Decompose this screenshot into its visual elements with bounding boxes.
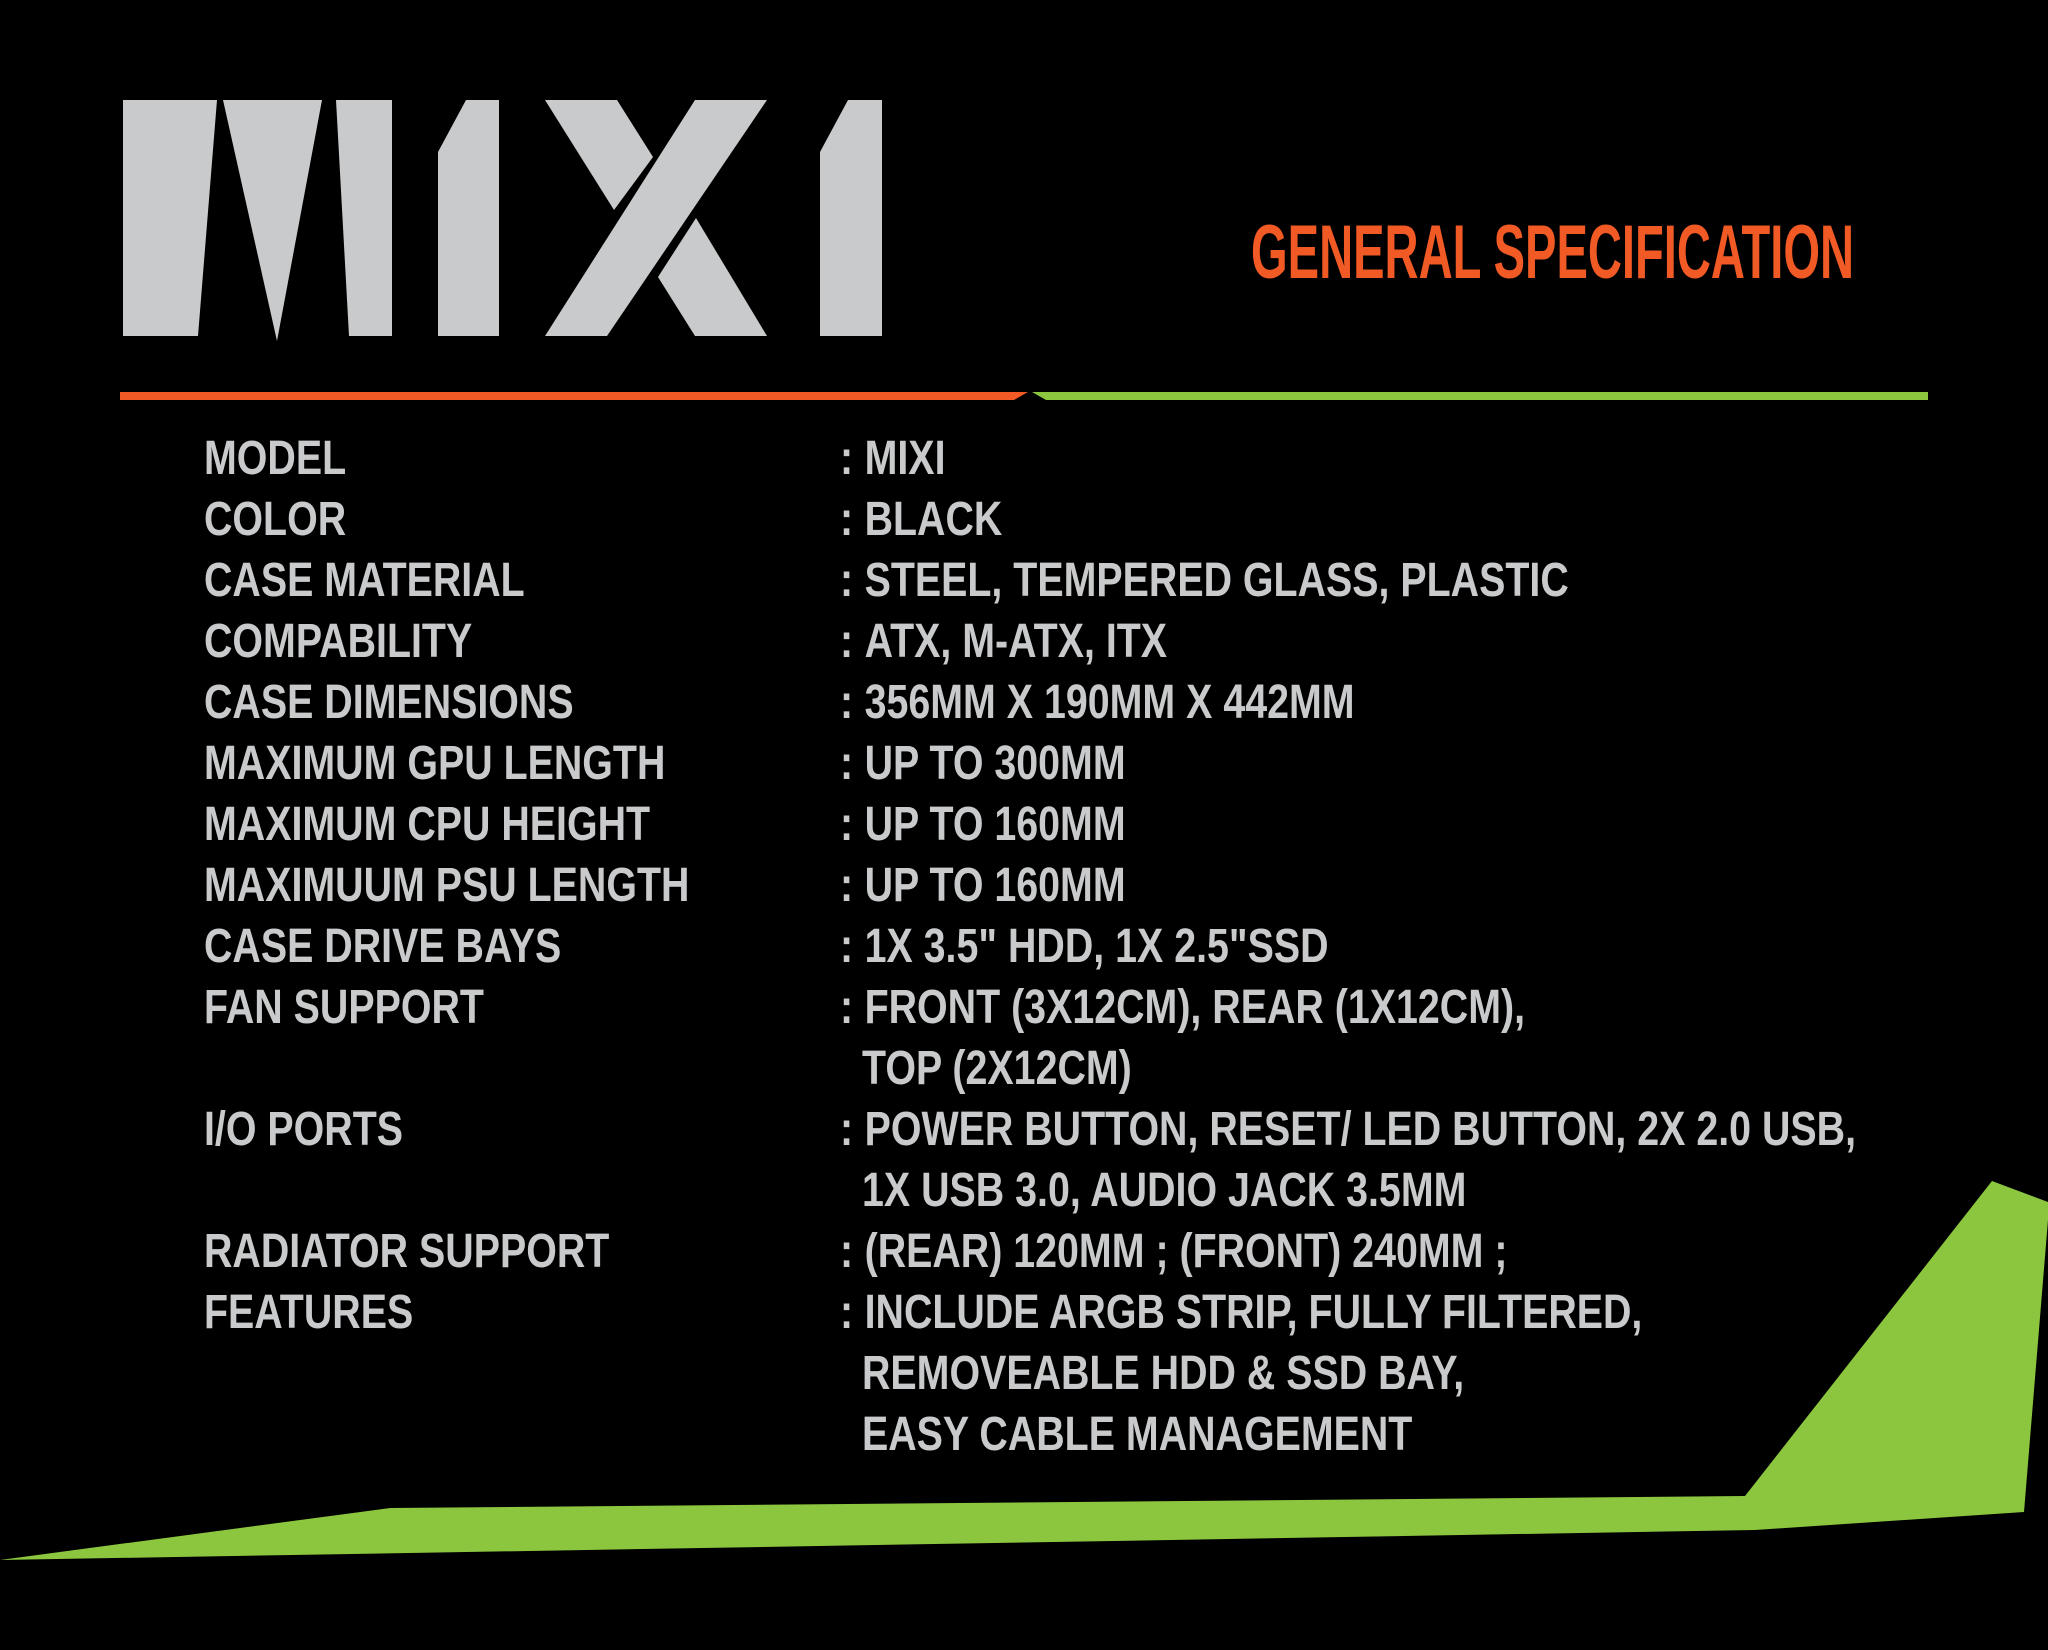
spec-row: FEATURES:INCLUDE ARGB STRIP, FULLY FILTE… xyxy=(204,1282,2048,1465)
spec-value-line: :UP TO 300MM xyxy=(840,733,2048,794)
spec-label: I/O PORTS xyxy=(204,1103,404,1156)
spec-label: MAXIMUM CPU HEIGHT xyxy=(204,798,651,851)
spec-row: CASE DIMENSIONS:356MM X 190MM X 442MM xyxy=(204,672,2048,733)
spec-value-line: :BLACK xyxy=(840,489,2048,550)
spec-colon: : xyxy=(840,676,854,729)
spec-colon: : xyxy=(840,615,854,668)
spec-colon: : xyxy=(840,920,854,973)
spec-colon: : xyxy=(840,1225,854,1278)
spec-value: UP TO 300MM xyxy=(864,737,1126,790)
spec-value-line: :ATX, M-ATX, ITX xyxy=(840,611,2048,672)
spec-row: RADIATOR SUPPORT:(REAR) 120MM ; (FRONT) … xyxy=(204,1221,2048,1282)
spec-value: EASY CABLE MANAGEMENT xyxy=(862,1408,1413,1461)
spec-row: CASE DRIVE BAYS:1X 3.5" HDD, 1X 2.5"SSD xyxy=(204,916,2048,977)
page-title: GENERAL SPECIFICATION xyxy=(1251,210,1855,295)
spec-colon: : xyxy=(840,981,854,1034)
divider-orange-segment xyxy=(120,392,1028,400)
spec-label: RADIATOR SUPPORT xyxy=(204,1225,610,1278)
spec-value: BLACK xyxy=(864,493,1003,546)
divider-green-segment xyxy=(1032,392,1928,400)
spec-value: POWER BUTTON, RESET/ LED BUTTON, 2X 2.0 … xyxy=(864,1103,1857,1156)
spec-value-line: :356MM X 190MM X 442MM xyxy=(840,672,2048,733)
spec-label: FAN SUPPORT xyxy=(204,981,484,1034)
spec-value-line: :MIXI xyxy=(840,428,2048,489)
spec-row: MODEL:MIXI xyxy=(204,428,2048,489)
spec-value: (REAR) 120MM ; (FRONT) 240MM ; xyxy=(864,1225,1508,1278)
spec-value: ATX, M-ATX, ITX xyxy=(864,615,1168,668)
spec-value: STEEL, TEMPERED GLASS, PLASTIC xyxy=(864,554,1569,607)
logo-letter-x-slash xyxy=(545,100,767,336)
spec-row: MAXIMUM CPU HEIGHT:UP TO 160MM xyxy=(204,794,2048,855)
logo-letter-x-back-lower xyxy=(658,218,767,336)
spec-value-line: 1X USB 3.0, AUDIO JACK 3.5MM xyxy=(840,1160,2048,1221)
spec-label: CASE MATERIAL xyxy=(204,554,525,607)
spec-value-line: :UP TO 160MM xyxy=(840,855,2048,916)
spec-row: I/O PORTS:POWER BUTTON, RESET/ LED BUTTO… xyxy=(204,1099,2048,1221)
spec-value-line: EASY CABLE MANAGEMENT xyxy=(840,1404,2048,1465)
logo-letter-m-mid-wedge xyxy=(223,100,322,341)
spec-label: MAXIMUUM PSU LENGTH xyxy=(204,859,690,912)
spec-value: UP TO 160MM xyxy=(864,798,1126,851)
spec-label: COMPABILITY xyxy=(204,615,473,668)
spec-colon: : xyxy=(840,1286,854,1339)
spec-colon: : xyxy=(840,798,854,851)
logo-letter-m-right-stem xyxy=(336,100,392,336)
spec-row: FAN SUPPORT:FRONT (3X12CM), REAR (1X12CM… xyxy=(204,977,2048,1099)
spec-colon: : xyxy=(840,859,854,912)
spec-value: REMOVEABLE HDD & SSD BAY, xyxy=(862,1347,1465,1400)
spec-value-line: :INCLUDE ARGB STRIP, FULLY FILTERED, xyxy=(840,1282,2048,1343)
spec-colon: : xyxy=(840,493,854,546)
spec-value-line: :FRONT (3X12CM), REAR (1X12CM), xyxy=(840,977,2048,1038)
spec-colon: : xyxy=(840,737,854,790)
spec-value: 1X 3.5" HDD, 1X 2.5"SSD xyxy=(864,920,1329,973)
spec-colon: : xyxy=(840,554,854,607)
logo-letter-i2 xyxy=(820,100,882,336)
spec-value: TOP (2X12CM) xyxy=(862,1042,1132,1095)
spec-value-line: :STEEL, TEMPERED GLASS, PLASTIC xyxy=(840,550,2048,611)
spec-row: COLOR:BLACK xyxy=(204,489,2048,550)
spec-value-line: :POWER BUTTON, RESET/ LED BUTTON, 2X 2.0… xyxy=(840,1099,2048,1160)
spec-row: MAXIMUUM PSU LENGTH:UP TO 160MM xyxy=(204,855,2048,916)
spec-label: FEATURES xyxy=(204,1286,414,1339)
spec-value-line: :(REAR) 120MM ; (FRONT) 240MM ; xyxy=(840,1221,2048,1282)
spec-value: MIXI xyxy=(864,432,946,485)
spec-value: INCLUDE ARGB STRIP, FULLY FILTERED, xyxy=(864,1286,1643,1339)
spec-label: CASE DIMENSIONS xyxy=(204,676,574,729)
spec-value-line: :1X 3.5" HDD, 1X 2.5"SSD xyxy=(840,916,2048,977)
spec-row: CASE MATERIAL:STEEL, TEMPERED GLASS, PLA… xyxy=(204,550,2048,611)
spec-value: UP TO 160MM xyxy=(864,859,1126,912)
spec-label: MODEL xyxy=(204,432,347,485)
spec-value-line: :UP TO 160MM xyxy=(840,794,2048,855)
spec-value-line: TOP (2X12CM) xyxy=(840,1038,2048,1099)
spec-label: MAXIMUM GPU LENGTH xyxy=(204,737,666,790)
brand-logo-graphic xyxy=(123,100,882,341)
spec-value: 1X USB 3.0, AUDIO JACK 3.5MM xyxy=(862,1164,1467,1217)
spec-row: COMPABILITY:ATX, M-ATX, ITX xyxy=(204,611,2048,672)
logo-letter-x-back-upper xyxy=(545,100,653,210)
brand-logo: MIXI xyxy=(120,100,910,345)
logo-letter-m-left-stem xyxy=(123,100,217,336)
spec-colon: : xyxy=(840,1103,854,1156)
spec-value: FRONT (3X12CM), REAR (1X12CM), xyxy=(864,981,1526,1034)
spec-colon: : xyxy=(840,432,854,485)
spec-value-line: REMOVEABLE HDD & SSD BAY, xyxy=(840,1343,2048,1404)
green-swoosh-shape xyxy=(0,1181,2048,1560)
spec-label: COLOR xyxy=(204,493,347,546)
spec-row: MAXIMUM GPU LENGTH:UP TO 300MM xyxy=(204,733,2048,794)
spec-label: CASE DRIVE BAYS xyxy=(204,920,562,973)
logo-letter-i1 xyxy=(438,100,499,336)
spec-value: 356MM X 190MM X 442MM xyxy=(864,676,1355,729)
